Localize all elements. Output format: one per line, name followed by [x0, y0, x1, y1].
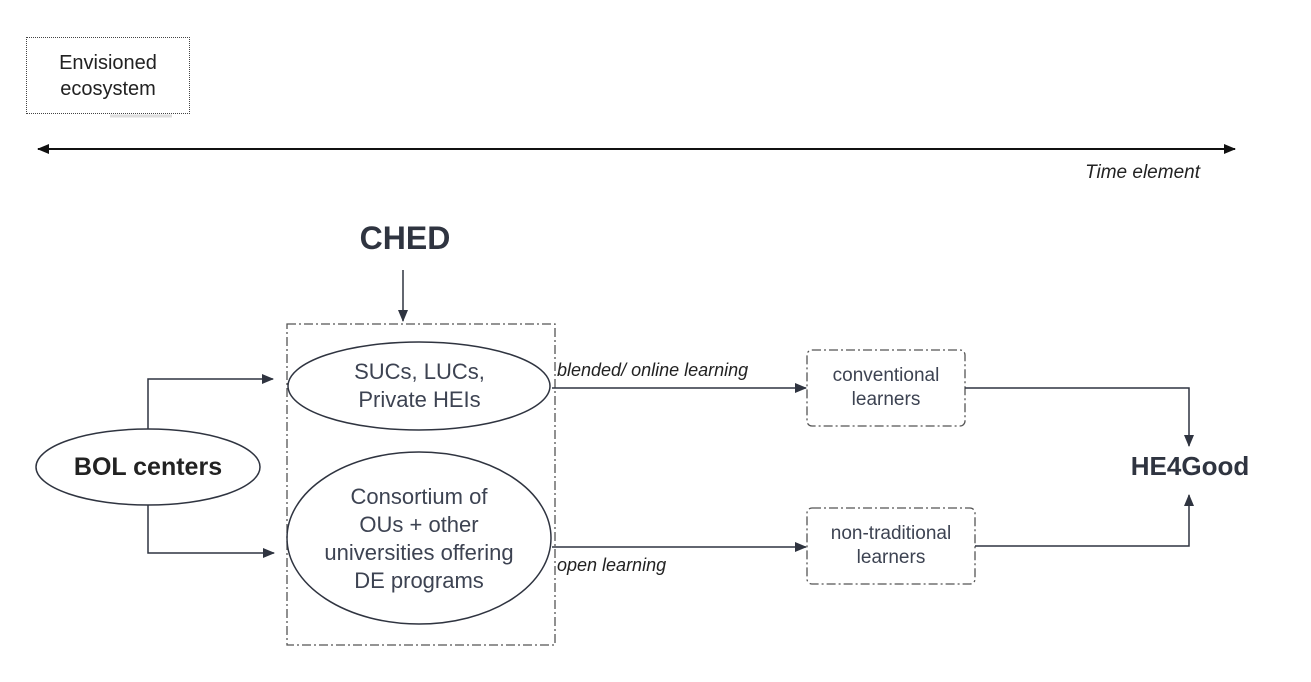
consortium-line-2: OUs + other [359, 511, 479, 537]
conventional-to-he4good-arrow [965, 387, 1194, 447]
open-learning-label: open learning [557, 555, 667, 575]
blended-learning-label: blended/ online learning [557, 360, 749, 380]
nontraditional-line-1: non-traditional [830, 523, 952, 544]
legend-line-2: ecosystem [60, 77, 156, 100]
conventional-learners-node: conventional learners [807, 350, 965, 426]
he4good-label: HE4Good [1130, 451, 1250, 481]
legend-line-1: Envisioned [59, 51, 157, 74]
nontraditional-learners-node: non-traditional learners [807, 508, 975, 584]
consortium-ellipse [286, 451, 552, 625]
nontraditional-to-he4good-arrow [975, 494, 1194, 547]
suc-node-text: SUCs, LUCs, Private HEIs [287, 340, 552, 432]
suc-ellipse [287, 341, 551, 431]
consortium-line-3: universities offering [324, 539, 514, 565]
nontraditional-line-2: learners [856, 547, 926, 568]
bol-to-consortium-arrow [147, 505, 275, 558]
conventional-line-2: learners [851, 389, 921, 410]
legend-box: Envisioned ecosystem [26, 37, 190, 114]
bol-to-suc-arrow [147, 374, 274, 429]
suc-line-2: Private HEIs [358, 387, 481, 412]
consortium-node-text: Consortium of OUs + other universities o… [285, 451, 553, 626]
conventional-line-1: conventional [832, 365, 940, 386]
consortium-line-1: Consortium of [350, 483, 488, 509]
bol-centers-label: BOL centers [73, 452, 223, 481]
time-axis-label: Time element [1085, 162, 1200, 183]
nontraditional-box [806, 507, 976, 585]
consortium-line-4: DE programs [354, 567, 484, 593]
institutions-container [286, 323, 556, 646]
suc-line-1: SUCs, LUCs, [354, 359, 485, 384]
ched-label: CHED [359, 220, 451, 256]
